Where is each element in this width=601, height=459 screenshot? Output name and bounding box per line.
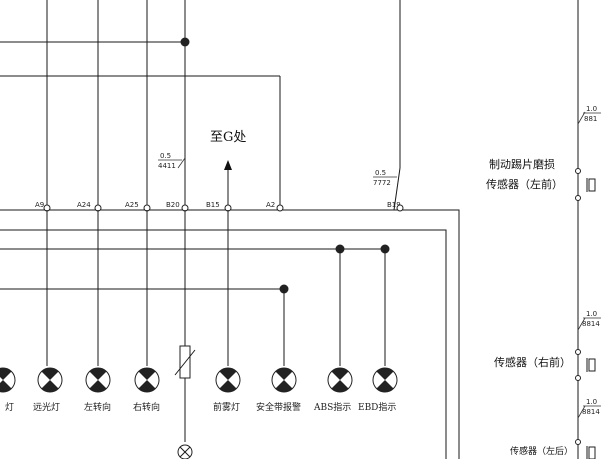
pin-label: B20 [166,201,180,209]
arrow-label: 至G处 [210,130,246,145]
lamp-label: 左转向 [84,401,111,413]
lamp-icon [0,367,16,393]
rheostat-arrow [174,349,196,376]
lamp-icon [372,367,398,393]
junction-dot [180,37,190,47]
pin-label: A2 [266,201,275,209]
lamp-icon [327,367,353,393]
module-box-inner [0,229,447,459]
sensor-label-left-rear: 传感器（左后） [510,445,573,457]
lamp-group [0,367,398,393]
wire-code: 881 [584,115,597,123]
pin-label: A24 [77,201,91,209]
pin-label: A25 [125,201,139,209]
arrow-up-icon [224,160,232,170]
wire-gauge: 1.0 [586,105,597,113]
sensor-label-brake-pad: 制动踢片磨损 [489,157,555,171]
wire-code-7772: 7772 [373,179,391,187]
wire-gauge: 1.0 [586,310,597,318]
sensor-icon [588,358,596,372]
sensor-contact [575,168,581,174]
sensor-label-brake-pad-2: 传感器（左前） [486,177,563,191]
wire-code: 8814 [582,320,600,328]
pin-label: A9 [35,201,44,209]
wire-gauge-4411: 0.5 [160,152,171,160]
lamp-x-stroke [179,446,191,458]
sensor-contact [575,195,581,201]
wire-label-tick [577,111,586,125]
wire-label-tick [577,405,586,419]
sensor-label-right-front: 传感器（右前） [494,355,571,369]
pin-label: B19 [387,201,401,209]
lamp-label: ABS指示 [313,401,351,413]
sensor-icon [588,178,596,192]
sensor-icon [588,446,596,459]
wire-gauge-7772: 0.5 [375,169,386,177]
sensor-contact [575,439,581,445]
lamp-label: 远光灯 [33,401,60,413]
sensor-contact [575,349,581,355]
lamp-icon [37,367,63,393]
connector-pin [276,204,284,212]
sensor-contact [575,375,581,381]
wire-code-4411: 4411 [158,162,176,170]
lamp-icon [85,367,111,393]
wire-label-tick [177,157,186,169]
lamp-icon [215,367,241,393]
wire-v-b19-diag [393,167,401,211]
wire-code: 8814 [582,408,600,416]
lamp-icon [134,367,160,393]
lamp-label: 灯 [5,402,14,413]
lamp-icon [271,367,297,393]
lamp-label: 安全带报警 [256,401,301,413]
wire-label-tick [577,317,586,331]
pin-label: B15 [206,201,220,209]
lamp-label: 前雾灯 [213,401,240,413]
connector-pin [396,204,404,212]
lamp-label: 右转向 [133,401,160,413]
module-box-top [0,209,460,459]
lamp-label: EBD指示 [358,401,396,413]
wire-gauge: 1.0 [586,398,597,406]
